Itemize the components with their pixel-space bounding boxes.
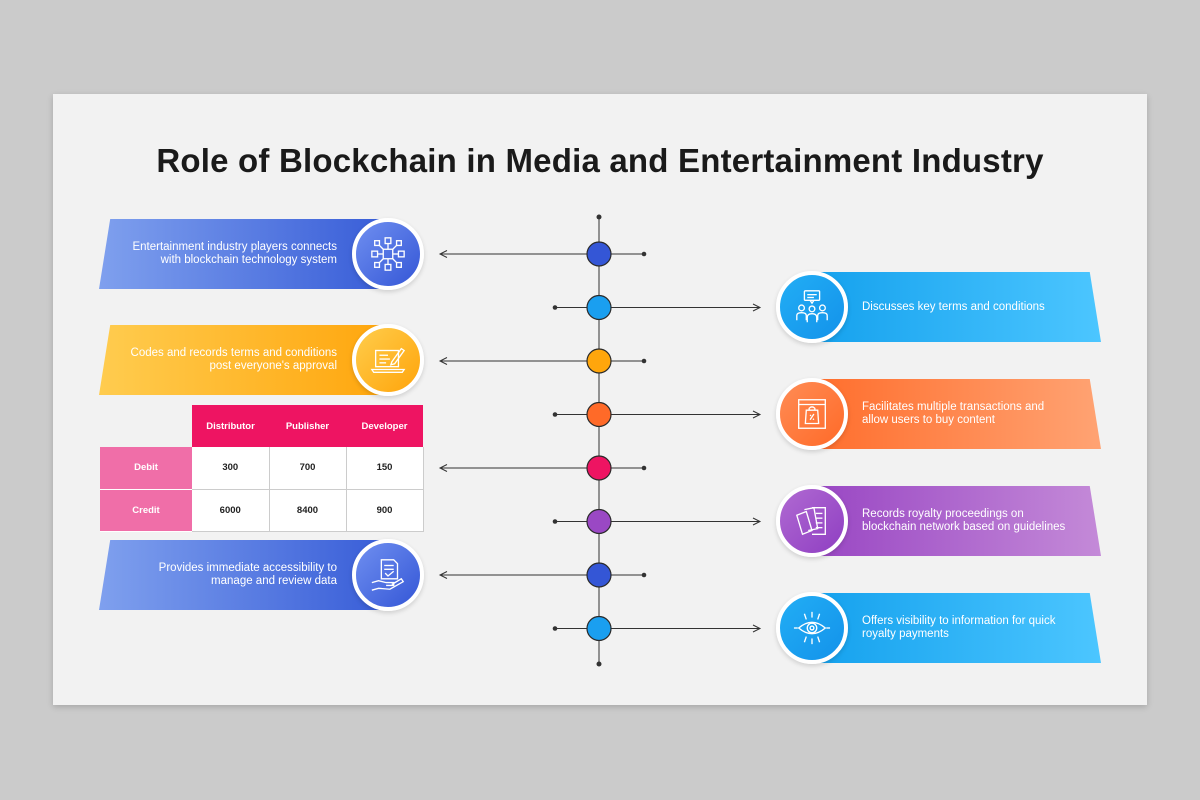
hand-document-icon [352, 539, 424, 611]
table-cell: 150 [346, 447, 424, 490]
timeline-node [586, 562, 612, 588]
column-header: Publisher [269, 405, 346, 447]
table-cell: 300 [192, 447, 270, 490]
connector-end-dot [641, 572, 647, 578]
arrow-head [438, 464, 448, 472]
arrow-head [752, 410, 762, 419]
right-banner-4: Offers visibility to information for qui… [820, 593, 1101, 663]
arrow-head [438, 250, 448, 258]
column-header: Developer [346, 405, 423, 447]
left-banner-3: Provides immediate accessibility to mana… [99, 540, 379, 610]
table-row: Credit 6000 8400 900 [100, 489, 424, 532]
right-banner-3-text: Records royalty proceedings on blockchai… [862, 508, 1066, 533]
connector-end-dot [552, 626, 558, 631]
left-banner-3-text: Provides immediate accessibility to mana… [158, 562, 337, 587]
timeline-end-dot [596, 214, 602, 220]
right-banner-1: Discusses key terms and conditions [820, 272, 1101, 342]
column-header: Distributor [192, 405, 269, 447]
right-banner-4-text: Offers visibility to information for qui… [862, 615, 1056, 640]
table-row: Debit 300 700 150 [100, 447, 424, 490]
timeline-node [586, 241, 612, 267]
connector-end-dot [552, 519, 558, 524]
connector-end-dot [641, 358, 647, 364]
laptop-pen-icon [352, 324, 424, 396]
timeline-end-dot [596, 661, 602, 667]
arrow-head [752, 624, 762, 633]
connector-end-dot [641, 251, 647, 257]
eye-circuit-icon [776, 592, 848, 664]
table-cell: 6000 [192, 489, 270, 532]
data-table: Distributor Publisher Developer Debit 30… [100, 405, 424, 532]
timeline-node [586, 348, 612, 374]
arrow-head [438, 357, 448, 365]
left-banner-1-text: Entertainment industry players connects … [132, 241, 337, 266]
shopping-bag-screen-icon [776, 378, 848, 450]
table-cell: 8400 [269, 489, 347, 532]
table-cell: 700 [269, 447, 347, 490]
right-banner-2: Facilitates multiple transactions and al… [820, 379, 1101, 449]
connector-end-dot [641, 465, 647, 471]
connector-end-dot [552, 412, 558, 417]
row-header: Debit [100, 447, 192, 490]
right-banner-1-text: Discusses key terms and conditions [862, 300, 1045, 313]
row-header: Credit [100, 489, 192, 532]
table-header-row: Distributor Publisher Developer [100, 405, 423, 447]
arrow-head [752, 303, 762, 312]
timeline-node [586, 508, 612, 535]
left-banner-2: Codes and records terms and conditions p… [99, 325, 379, 395]
connector-end-dot [552, 305, 558, 310]
meeting-chat-icon [776, 271, 848, 343]
timeline-node [586, 294, 612, 321]
timeline-node [586, 615, 612, 642]
page-title: Role of Blockchain in Media and Entertai… [156, 142, 1044, 179]
table-cell: 900 [346, 489, 424, 532]
left-banner-1: Entertainment industry players connects … [99, 219, 379, 289]
table-corner [100, 405, 192, 447]
network-nodes-icon [352, 218, 424, 290]
arrow-head [752, 517, 762, 526]
timeline-node [586, 401, 612, 428]
right-banner-3: Records royalty proceedings on blockchai… [820, 486, 1101, 556]
left-banner-2-text: Codes and records terms and conditions p… [130, 347, 337, 372]
arrow-head [438, 571, 448, 579]
right-banner-2-text: Facilitates multiple transactions and al… [862, 401, 1045, 426]
documents-stack-icon [776, 485, 848, 557]
timeline-node [586, 455, 612, 481]
